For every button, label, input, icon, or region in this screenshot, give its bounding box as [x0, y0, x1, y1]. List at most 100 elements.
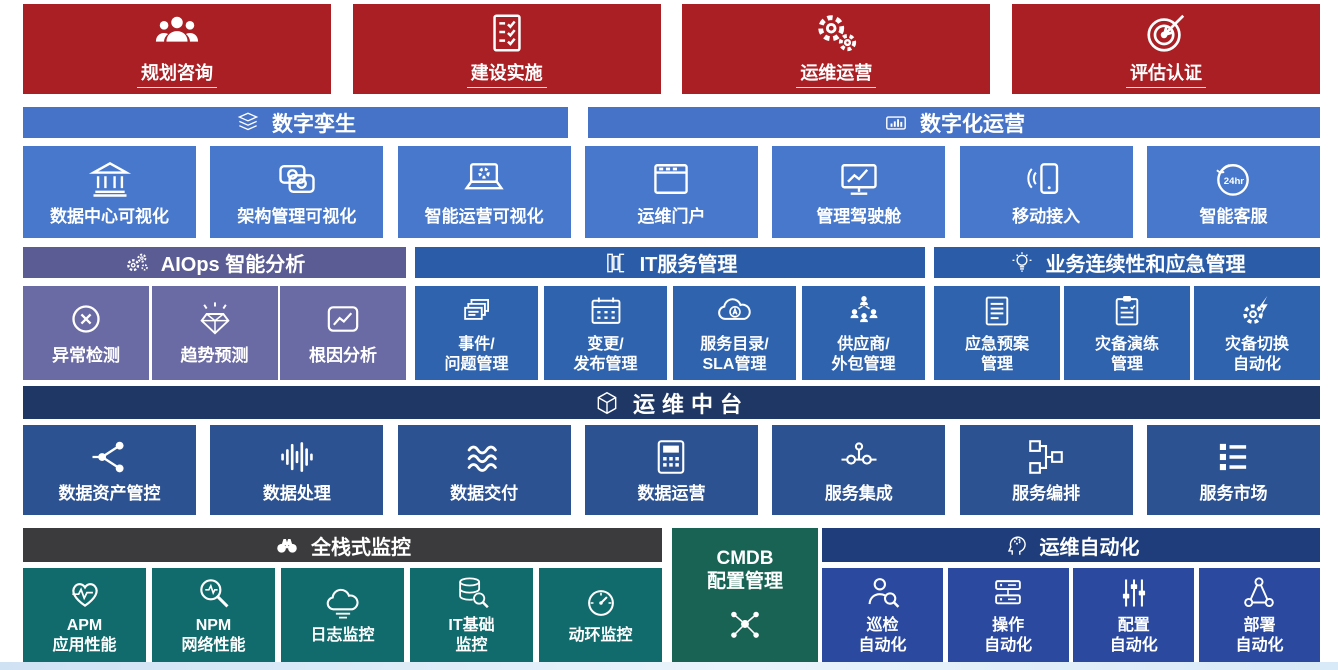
middle-platform-row: 数据资产管控 数据处理 数据交付 数据运营 服务集成 服务编排 服务市场 [23, 425, 1320, 515]
tile-data-operation: 数据运营 [584, 425, 758, 515]
tile-label: 服务目录/ SLA管理 [700, 335, 769, 373]
cmdb-section: CMDB 配置管理 [672, 528, 818, 662]
tile-cmdb: CMDB 配置管理 [672, 528, 818, 662]
analysis-header-row: AIOps 智能分析 IT服务管理 业务连续性和应急管理 [23, 247, 1320, 278]
bulb-icon [1009, 250, 1035, 276]
cloud-a-icon [716, 292, 754, 330]
tile-label: 评估认证 [1125, 63, 1206, 89]
tile-trend-prediction: 趋势预测 [151, 286, 278, 380]
tile-dr-switch: 灾备切换 自动化 [1194, 286, 1320, 380]
header-label: 运维自动化 [1039, 536, 1140, 559]
heart-pulse-icon [66, 574, 104, 612]
tile-label: 供应商/ 外包管理 [831, 335, 896, 373]
target-icon [1143, 10, 1189, 56]
tile-label: 根因分析 [309, 346, 377, 366]
circle-x-icon [66, 299, 106, 339]
stacked-cards-icon [458, 292, 496, 330]
header-itsm: IT服务管理 [415, 247, 925, 278]
tile-deploy-automation: 部署 自动化 [1198, 568, 1320, 662]
bar-middle-platform: 运维中台 [23, 386, 1320, 419]
tile-label: APM 应用性能 [52, 617, 117, 654]
tile-label: 数据资产管控 [58, 483, 161, 503]
tile-data-delivery: 数据交付 [397, 425, 571, 515]
tile-label: 巡检 自动化 [858, 617, 907, 654]
magnifier-pulse-icon [195, 574, 233, 612]
tile-log-monitoring: 日志监控 [281, 568, 404, 662]
tile-label: 服务编排 [1012, 483, 1081, 503]
tile-label: 管理驾驶舱 [816, 206, 902, 226]
tile-root-cause-analysis: 根因分析 [280, 286, 406, 380]
network-nodes-icon [726, 605, 764, 643]
cloud-log-icon [324, 584, 362, 622]
header-digital-twin: 数字孪生 [23, 107, 568, 138]
monitoring-tile-row: APM 应用性能 NPM 网络性能 日志监控 IT基础 监控 动环监控 [23, 568, 662, 662]
waves-icon [463, 436, 505, 478]
share-nodes-icon [89, 436, 131, 478]
header-label: 运维中台 [632, 391, 749, 417]
header-label: IT服务管理 [639, 254, 738, 276]
cube-icon [594, 390, 620, 416]
bcm-group: 应急预案 管理 灾备演练 管理 灾备切换 自动化 [934, 286, 1320, 380]
tile-data-asset: 数据资产管控 [23, 425, 196, 515]
tile-label: 服务集成 [824, 483, 893, 503]
tile-catalog-sla: 服务目录/ SLA管理 [673, 286, 796, 380]
service-24h-icon [1211, 157, 1255, 201]
calculator-icon [650, 436, 692, 478]
tile-management-cockpit: 管理驾驶舱 [772, 146, 946, 238]
tile-label: 操作 自动化 [984, 617, 1033, 654]
monitor-chart-icon [837, 157, 881, 201]
people-group-icon [154, 10, 200, 56]
tile-label: IT基础 监控 [448, 617, 495, 654]
tile-incident-problem: 事件/ 问题管理 [415, 286, 538, 380]
binoculars-icon [274, 532, 300, 558]
tile-label: 配置 自动化 [1109, 617, 1158, 654]
mobile-signal-icon [1024, 157, 1068, 201]
tile-vendor-outsourcing: 供应商/ 外包管理 [802, 286, 925, 380]
visualization-row: 数据中心可视化 架构管理可视化 智能运营可视化 运维门户 管理驾驶舱 移动接入 … [23, 146, 1320, 238]
gear-cluster-icon [124, 250, 150, 276]
tile-architecture-visualization: 架构管理可视化 [210, 146, 384, 238]
server-stack-icon [989, 574, 1027, 612]
tile-label: 事件/ 问题管理 [444, 335, 509, 373]
tile-intelligent-ops-visualization: 智能运营可视化 [397, 146, 571, 238]
header-label: 数字孪生 [272, 112, 356, 136]
org-tree-icon [845, 292, 883, 330]
tile-label: 运维运营 [796, 63, 877, 89]
tile-operations: 运维运营 [682, 4, 991, 94]
header-label: 数字化运营 [920, 112, 1025, 136]
tile-label: 智能运营可视化 [424, 206, 544, 226]
section-header-row: 数字孪生 数字化运营 [23, 107, 1320, 138]
tile-apm: APM 应用性能 [23, 568, 146, 662]
header-bcm: 业务连续性和应急管理 [934, 247, 1320, 278]
tile-label: 数据中心可视化 [50, 206, 169, 226]
tile-emergency-plan: 应急预案 管理 [934, 286, 1060, 380]
laptop-gear-icon [462, 157, 506, 201]
head-gear-icon [1003, 532, 1029, 558]
gear-bolt-icon [1238, 292, 1276, 330]
checklist-icon [484, 10, 530, 56]
tile-label: 变更/ 发布管理 [573, 335, 638, 373]
list-grid-icon [1212, 436, 1254, 478]
linked-frames-icon [275, 157, 319, 201]
browser-window-icon [649, 157, 693, 201]
layers-icon [235, 110, 261, 136]
tile-label: 灾备切换 自动化 [1224, 335, 1289, 373]
monitoring-section: 全栈式监控 APM 应用性能 NPM 网络性能 日志监控 IT基础 监控 [23, 528, 662, 662]
chain-nodes-icon [838, 436, 880, 478]
tile-label: 动环监控 [568, 627, 633, 645]
tile-label: 规划咨询 [137, 63, 217, 89]
tile-label: 移动接入 [1012, 206, 1081, 226]
itsm-group: 事件/ 问题管理 变更/ 发布管理 服务目录/ SLA管理 供应商/ 外包管理 [415, 286, 925, 380]
bottom-section: 全栈式监控 APM 应用性能 NPM 网络性能 日志监控 IT基础 监控 [23, 528, 1320, 662]
header-label: 全栈式监控 [311, 536, 411, 559]
tile-planning-consulting: 规划咨询 [23, 4, 331, 94]
tile-it-infra-monitoring: IT基础 监控 [410, 568, 533, 662]
header-ops-automation: 运维自动化 [822, 528, 1320, 562]
tile-datacenter-visualization: 数据中心可视化 [23, 146, 196, 238]
sliders-icon [1115, 574, 1153, 612]
tile-npm: NPM 网络性能 [152, 568, 275, 662]
deploy-nodes-icon [1240, 574, 1278, 612]
books-icon [603, 250, 629, 276]
tile-label: 服务市场 [1199, 483, 1268, 503]
